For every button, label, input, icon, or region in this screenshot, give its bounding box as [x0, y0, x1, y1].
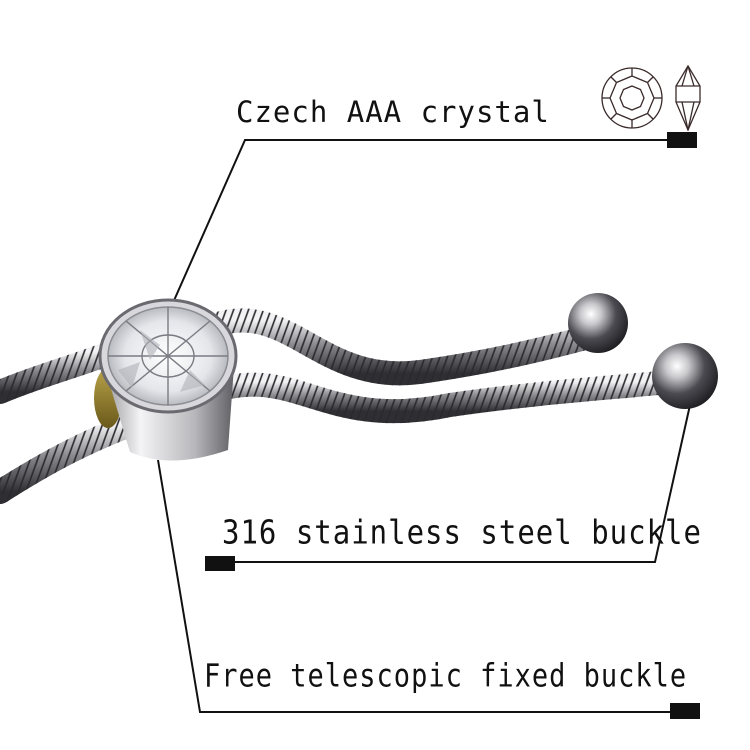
telescopic-buckle-label: Free telescopic fixed buckle	[204, 657, 688, 695]
crystal-leader-line	[171, 139, 672, 306]
leader-lines	[157, 139, 691, 713]
crystal-leader-end-marker	[667, 132, 697, 148]
end-balls	[568, 293, 718, 409]
crystal-label: Czech AAA crystal	[236, 95, 550, 129]
upper-end-ball	[568, 293, 628, 353]
free-leader-end-marker	[670, 703, 700, 719]
free-leader-line	[157, 459, 680, 713]
crystal-top-view-icon	[601, 67, 663, 129]
crystal-side-view-icon	[675, 64, 701, 132]
steel-buckle-label: 316 stainless steel buckle	[222, 512, 702, 552]
steel-leader-end-marker	[205, 556, 235, 571]
crystal-slider-bead	[94, 298, 238, 461]
snake-chains	[0, 308, 680, 504]
lower-end-ball	[652, 343, 718, 409]
steel-leader-line	[220, 404, 691, 563]
